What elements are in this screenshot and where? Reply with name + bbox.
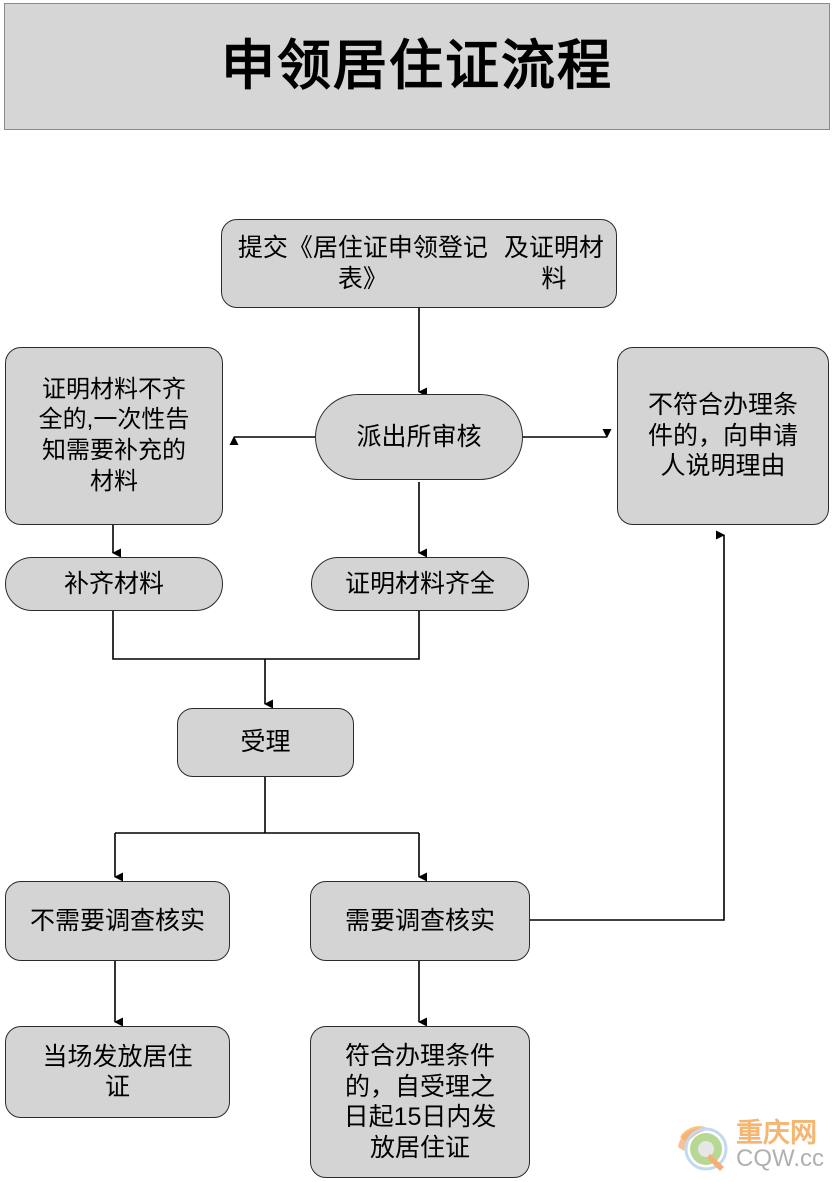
node-incomplete-materials[interactable]: 证明材料不齐 全的,一次性告 知需要补充的 材料 bbox=[5, 347, 223, 525]
node-issue-15days-line-3: 日起15日内发 bbox=[343, 1103, 497, 1131]
node-issue-15days-line-1: 符合办理条件 bbox=[344, 1042, 495, 1070]
node-accept[interactable]: 受理 bbox=[177, 708, 354, 777]
node-submit[interactable]: 提交《居住证申领登记表》 及证明材料 bbox=[221, 219, 617, 308]
node-incomplete-line-4: 材料 bbox=[89, 467, 138, 495]
node-not-eligible-line-1: 不符合办理条 bbox=[647, 391, 798, 420]
node-complete-materials[interactable]: 证明材料齐全 bbox=[311, 557, 529, 611]
page-title-banner: 申领居住证流程 bbox=[4, 3, 830, 130]
node-issue-onsite[interactable]: 当场发放居住 证 bbox=[5, 1026, 230, 1118]
node-submit-line-1: 提交《居住证申领登记表》 bbox=[237, 234, 488, 293]
cqw-logo-icon bbox=[678, 1126, 728, 1171]
node-incomplete-line-1: 证明材料不齐 bbox=[41, 375, 186, 403]
edge-investigation-to-not-eligible bbox=[530, 530, 725, 921]
node-supplement-materials[interactable]: 补齐材料 bbox=[5, 557, 223, 611]
node-not-eligible-line-3: 人说明理由 bbox=[660, 452, 786, 481]
node-issue-15days-line-4: 放居住证 bbox=[369, 1133, 470, 1162]
node-issue-15days[interactable]: 符合办理条件 的，自受理之 日起15日内发 放居住证 bbox=[310, 1026, 530, 1178]
node-investigation[interactable]: 需要调查核实 bbox=[310, 881, 530, 961]
node-incomplete-line-3: 知需要补充的 bbox=[41, 437, 186, 464]
node-submit-line-2: 及证明材料 bbox=[503, 234, 604, 293]
node-police-review-label: 派出所审核 bbox=[356, 422, 482, 451]
edge-complete-merge bbox=[265, 611, 420, 660]
node-not-eligible-line-2: 件的，向申请 bbox=[647, 421, 798, 450]
node-no-investigation-label: 不需要调查核实 bbox=[29, 906, 205, 935]
node-no-investigation[interactable]: 不需要调查核实 bbox=[5, 881, 230, 961]
node-issue-15days-line-2: 的，自受理之 bbox=[344, 1072, 495, 1101]
node-investigation-label: 需要调查核实 bbox=[344, 906, 495, 935]
node-supplement-label: 补齐材料 bbox=[63, 569, 164, 598]
node-issue-onsite-line-1: 当场发放居住 bbox=[42, 1042, 193, 1071]
node-incomplete-line-2: 全的,一次性告 bbox=[38, 406, 190, 434]
watermark: 重庆网 CQW.cc bbox=[676, 1117, 828, 1177]
node-complete-label: 证明材料齐全 bbox=[344, 569, 495, 598]
node-issue-onsite-line-2: 证 bbox=[104, 1073, 130, 1101]
node-not-eligible[interactable]: 不符合办理条 件的，向申请 人说明理由 bbox=[617, 347, 829, 525]
node-accept-label: 受理 bbox=[240, 728, 291, 757]
edge-supplement-merge bbox=[112, 611, 265, 660]
watermark-latin: CQW.cc bbox=[736, 1145, 824, 1172]
page-title: 申领居住证流程 bbox=[221, 35, 613, 96]
node-police-review[interactable]: 派出所审核 bbox=[315, 394, 523, 480]
watermark-chinese: 重庆网 bbox=[736, 1118, 817, 1148]
